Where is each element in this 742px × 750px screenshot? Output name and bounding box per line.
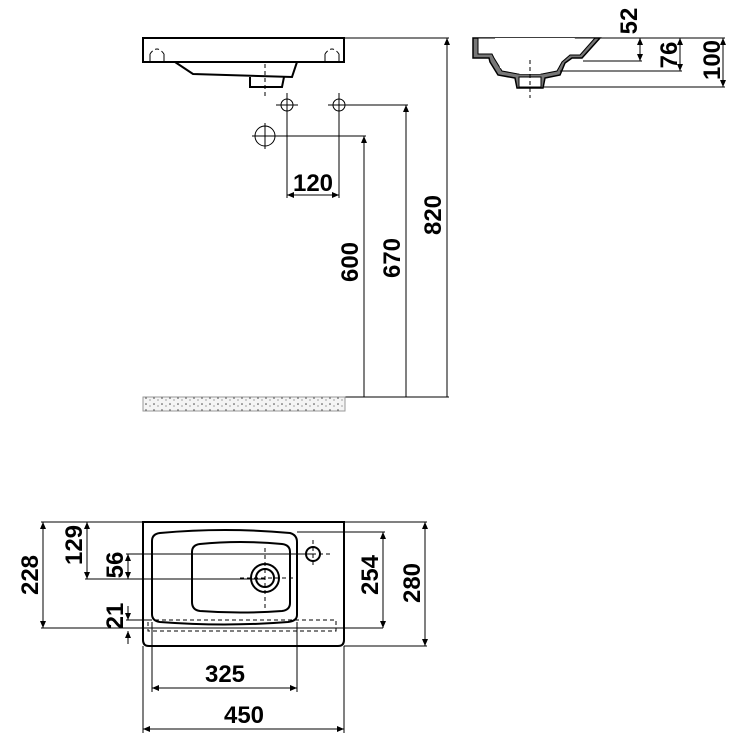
dim-total-width: 280 — [399, 563, 426, 603]
dim-drain-offset-back: 129 — [61, 525, 88, 565]
plan-view: 228 129 56 21 254 280 325 450 — [17, 521, 428, 733]
dim-total-depth: 100 — [699, 40, 726, 80]
dim-top-height: 820 — [420, 195, 447, 235]
dim-total-length: 450 — [224, 702, 264, 729]
dim-front-offset: 21 — [102, 603, 129, 630]
dim-tap-spacing: 120 — [293, 170, 333, 197]
dim-tap-to-drain: 56 — [102, 552, 129, 579]
dim-bowl-depth: 76 — [656, 42, 683, 69]
dim-drain-height: 600 — [337, 242, 364, 282]
cross-section-view: 52 76 100 — [472, 8, 726, 98]
dim-tap-height: 670 — [379, 238, 406, 278]
dim-bowl-length: 325 — [205, 661, 245, 688]
floor-hatch — [142, 396, 346, 412]
side-elevation-view: 120 600 670 820 — [142, 37, 450, 412]
dim-overflow-depth: 52 — [616, 8, 643, 35]
tap-hole-marker — [252, 93, 350, 149]
dim-drain-from-back: 228 — [17, 555, 44, 595]
dim-bowl-depth-plan: 254 — [357, 554, 384, 595]
